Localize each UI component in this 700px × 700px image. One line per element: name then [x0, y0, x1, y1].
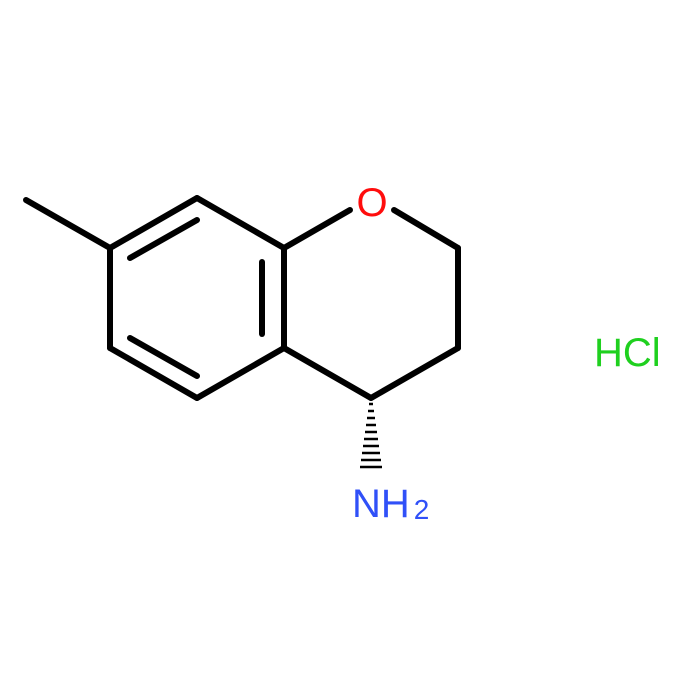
oxygen-label: O [356, 181, 387, 225]
ring-bond-c4a-c5 [194, 345, 287, 401]
amine-symbol: NH [352, 482, 410, 526]
bond-c3-c4 [368, 345, 461, 401]
aromatic-inner-bond-1 [127, 217, 200, 261]
amine-label: NH 2 [352, 482, 429, 526]
ring-bond-c8-c8a [194, 195, 287, 251]
bond-o-c2 [391, 207, 461, 251]
aromatic-inner-bond-3 [127, 335, 200, 379]
bond-lines [23, 195, 461, 401]
bond-c4-c4a [281, 345, 374, 401]
hashed-wedge-bond [360, 402, 382, 469]
amine-subscript: 2 [414, 494, 430, 525]
methyl-bond [23, 197, 113, 251]
ring-bond-c7-c8 [107, 195, 200, 251]
bond-c8a-o [281, 207, 353, 251]
counterion-label: HCl [594, 331, 661, 375]
ring-bond-c5-c6 [107, 345, 200, 401]
